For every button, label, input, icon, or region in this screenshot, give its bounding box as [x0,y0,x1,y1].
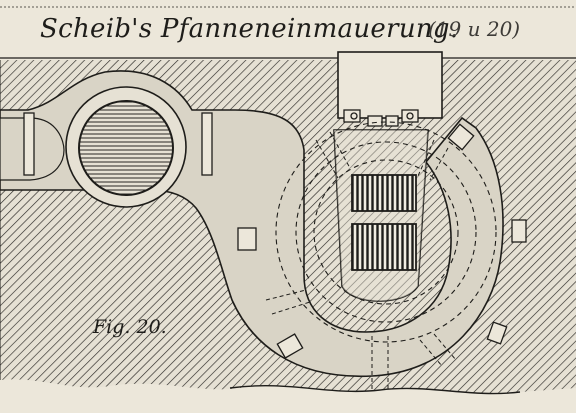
drawing-title: Scheib's Pfanneneinmauerung. [40,14,459,44]
break-line [0,379,576,413]
boiler-drum [78,100,174,196]
drum-clamps [23,112,213,176]
radial-ducts [265,131,457,400]
firebox-shaft [337,51,443,119]
grate-upper [351,174,417,212]
firebox-fittings [343,109,419,127]
inspection-ports [237,123,527,409]
figure-label: Fig. 20. [93,316,167,338]
grate-lower [351,223,417,271]
pan-outline [275,121,497,343]
title-annotation: (19 u 20) [428,17,521,41]
